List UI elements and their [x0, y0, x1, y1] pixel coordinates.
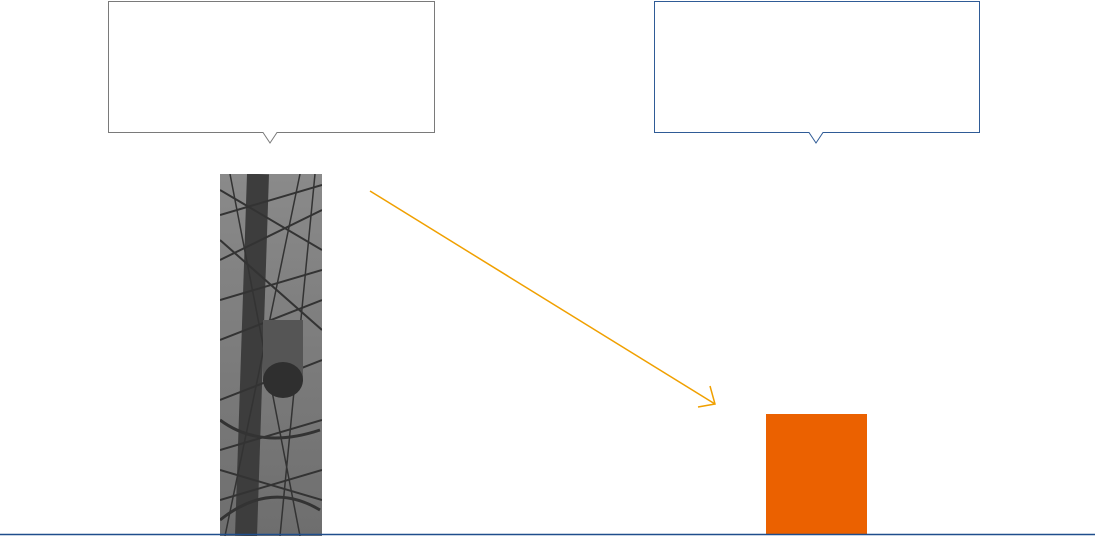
accent-block: [766, 414, 867, 535]
utility-pole-photo: [220, 174, 322, 536]
left-callout-box: [108, 1, 435, 144]
right-callout-box: [654, 1, 980, 144]
arrow-diagonal-icon: [369, 190, 716, 408]
